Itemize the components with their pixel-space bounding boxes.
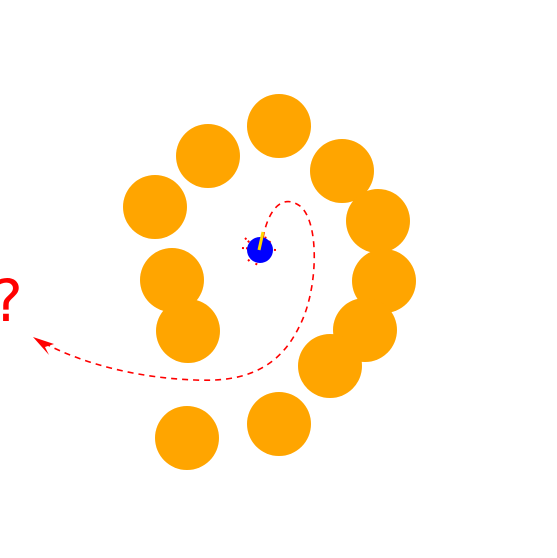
obstacle-circle bbox=[176, 124, 240, 188]
question-mark: ? bbox=[0, 272, 23, 330]
obstacle-circle bbox=[247, 94, 311, 158]
obstacle-circle bbox=[346, 189, 410, 253]
obstacle-circle bbox=[352, 249, 416, 313]
obstacle-circle bbox=[247, 392, 311, 456]
obstacle-circle bbox=[298, 334, 362, 398]
obstacle-group bbox=[123, 94, 416, 470]
escape-path bbox=[41, 200, 316, 382]
robot-icon bbox=[241, 231, 277, 266]
arrowhead-icon bbox=[33, 337, 54, 355]
obstacle-circle bbox=[155, 406, 219, 470]
obstacle-circle bbox=[140, 248, 204, 312]
obstacle-circle bbox=[310, 139, 374, 203]
robot-heading bbox=[257, 231, 265, 251]
obstacle-circle bbox=[123, 175, 187, 239]
obstacle-circle bbox=[156, 299, 220, 363]
